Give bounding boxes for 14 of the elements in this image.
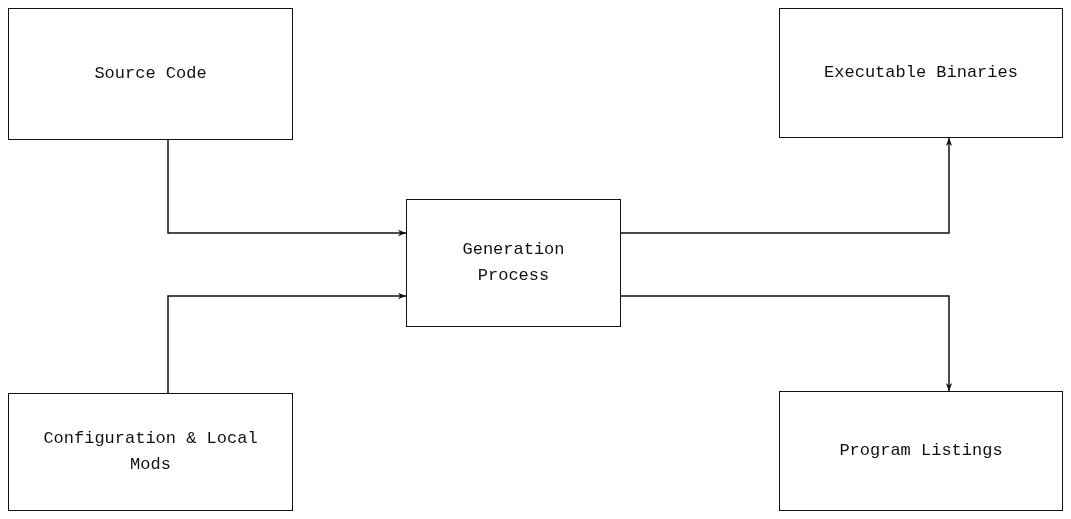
process-box	[406, 199, 621, 327]
process-box	[8, 8, 293, 140]
box-label: Executable Binaries	[824, 62, 1018, 84]
box-label: Source Code	[94, 63, 207, 85]
arrow	[620, 137, 953, 234]
arrow	[620, 295, 953, 392]
process-box	[779, 8, 1063, 138]
box-label: Configuration & Local Mods	[42, 428, 259, 476]
arrow	[167, 139, 407, 237]
process-box	[8, 393, 293, 511]
box-label: Generation Process	[461, 239, 566, 287]
process-box	[779, 391, 1063, 511]
box-label: Program Listings	[839, 440, 1003, 462]
arrow	[167, 292, 407, 394]
